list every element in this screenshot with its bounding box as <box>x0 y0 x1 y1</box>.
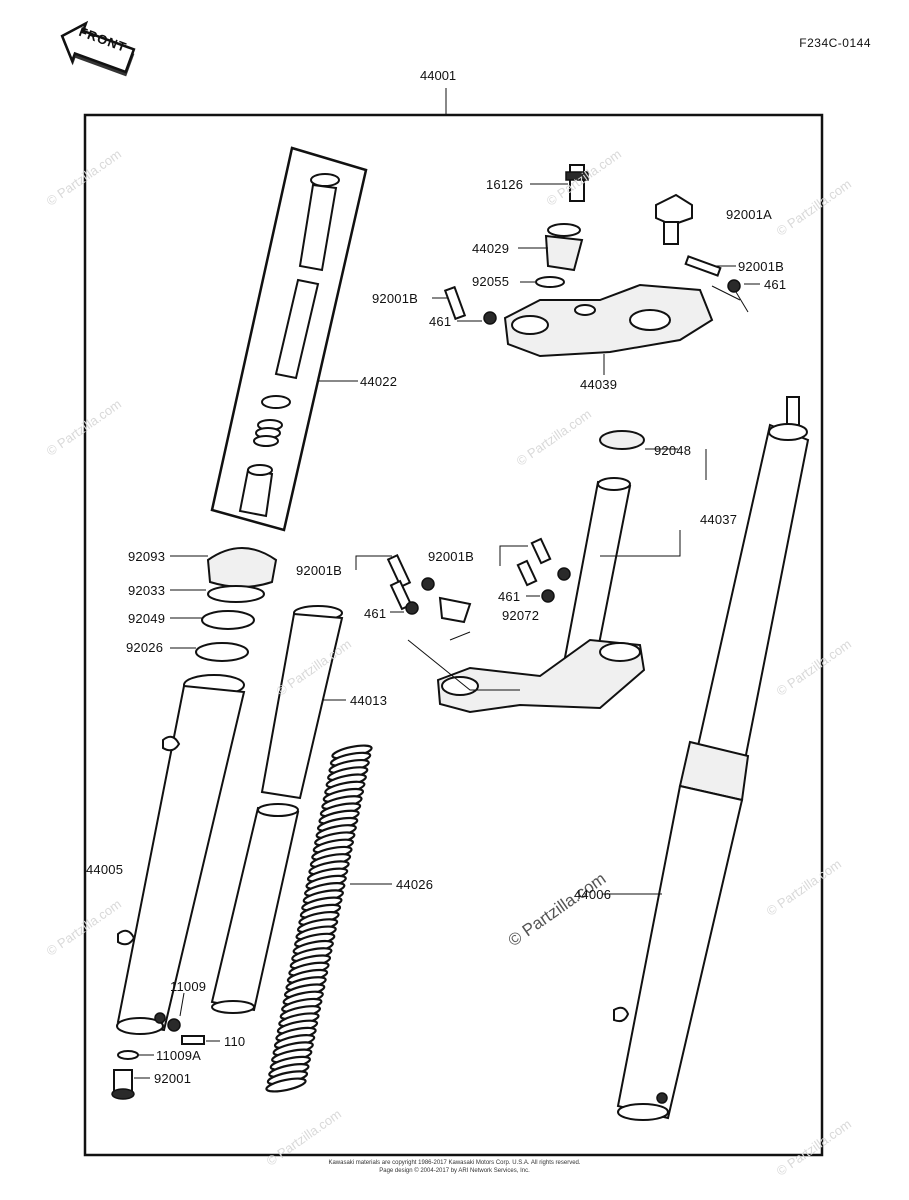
callout-92001a[interactable]: 92001A <box>726 207 773 222</box>
callout-92001b[interactable]: 92001B <box>428 549 475 564</box>
o-ring-92055 <box>535 276 565 288</box>
lower-bracket <box>436 638 646 714</box>
nut-461-a <box>483 311 497 325</box>
copyright-line: Kawasaki materials are copyright 1986-20… <box>328 1160 581 1166</box>
diagram-code: F234C-0144 <box>799 36 871 50</box>
spring-coil <box>265 1077 307 1093</box>
callout-44013[interactable]: 44013 <box>350 693 388 708</box>
assembly-frame <box>83 113 824 1157</box>
leader-lines <box>134 183 760 1079</box>
damper-rod <box>238 173 340 518</box>
page-design-credit: Page design © 2004-2017 by ARI Network S… <box>379 1168 530 1174</box>
callout-44006[interactable]: 44006 <box>574 887 612 902</box>
callout-110[interactable]: 110 <box>224 1034 246 1049</box>
callout-461[interactable]: 461 <box>364 606 387 621</box>
outer-tube-44005 <box>116 674 246 1035</box>
callout-44029[interactable]: 44029 <box>472 241 510 256</box>
callout-11009a[interactable]: 11009A <box>156 1048 202 1063</box>
callout-461[interactable]: 461 <box>498 589 521 604</box>
callout-92001b[interactable]: 92001B <box>372 291 419 306</box>
inner-tube-44013 <box>210 605 344 1014</box>
callout-44022[interactable]: 44022 <box>360 374 398 389</box>
fork-spring-44026 <box>265 744 373 1093</box>
callout-16126[interactable]: 16126 <box>486 177 524 192</box>
front-arrow-icon <box>60 20 136 77</box>
bracket-hardware <box>386 537 571 624</box>
callout-92001b[interactable]: 92001B <box>738 259 785 274</box>
callout-92001[interactable]: 92001 <box>154 1071 192 1086</box>
assembly-label: 44001 <box>420 68 457 83</box>
flange-bolt-92001A <box>655 193 693 245</box>
callout-92093[interactable]: 92093 <box>128 549 166 564</box>
callout-92048[interactable]: 92048 <box>654 443 692 458</box>
callout-92026[interactable]: 92026 <box>126 640 164 655</box>
callout-92055[interactable]: 92055 <box>472 274 510 289</box>
callout-92001b[interactable]: 92001B <box>296 563 343 578</box>
nut-461-b <box>727 279 741 293</box>
callout-461[interactable]: 461 <box>429 314 452 329</box>
callout-92033[interactable]: 92033 <box>128 583 166 598</box>
callout-44005[interactable]: 44005 <box>86 862 124 877</box>
inset-box-44022 <box>210 146 368 532</box>
bolt-92001B-a <box>443 285 467 321</box>
seal-stack <box>195 547 278 662</box>
callout-92049[interactable]: 92049 <box>128 611 166 626</box>
fork-tube-assembly-44006 <box>599 396 810 1121</box>
callout-11009[interactable]: 11009 <box>170 979 207 994</box>
callout-92072[interactable]: 92072 <box>502 608 540 623</box>
callout-44026[interactable]: 44026 <box>396 877 434 892</box>
bolt-92001B-b <box>684 255 722 277</box>
callout-44039[interactable]: 44039 <box>580 377 618 392</box>
top-bolt-16126 <box>565 164 589 202</box>
callout-44037[interactable]: 44037 <box>700 512 738 527</box>
cap-44029 <box>544 223 584 272</box>
upper-bracket-44039 <box>503 283 714 358</box>
drain-hardware <box>111 1018 205 1100</box>
dust-seal-92048 <box>599 430 645 450</box>
callout-461[interactable]: 461 <box>764 277 787 292</box>
